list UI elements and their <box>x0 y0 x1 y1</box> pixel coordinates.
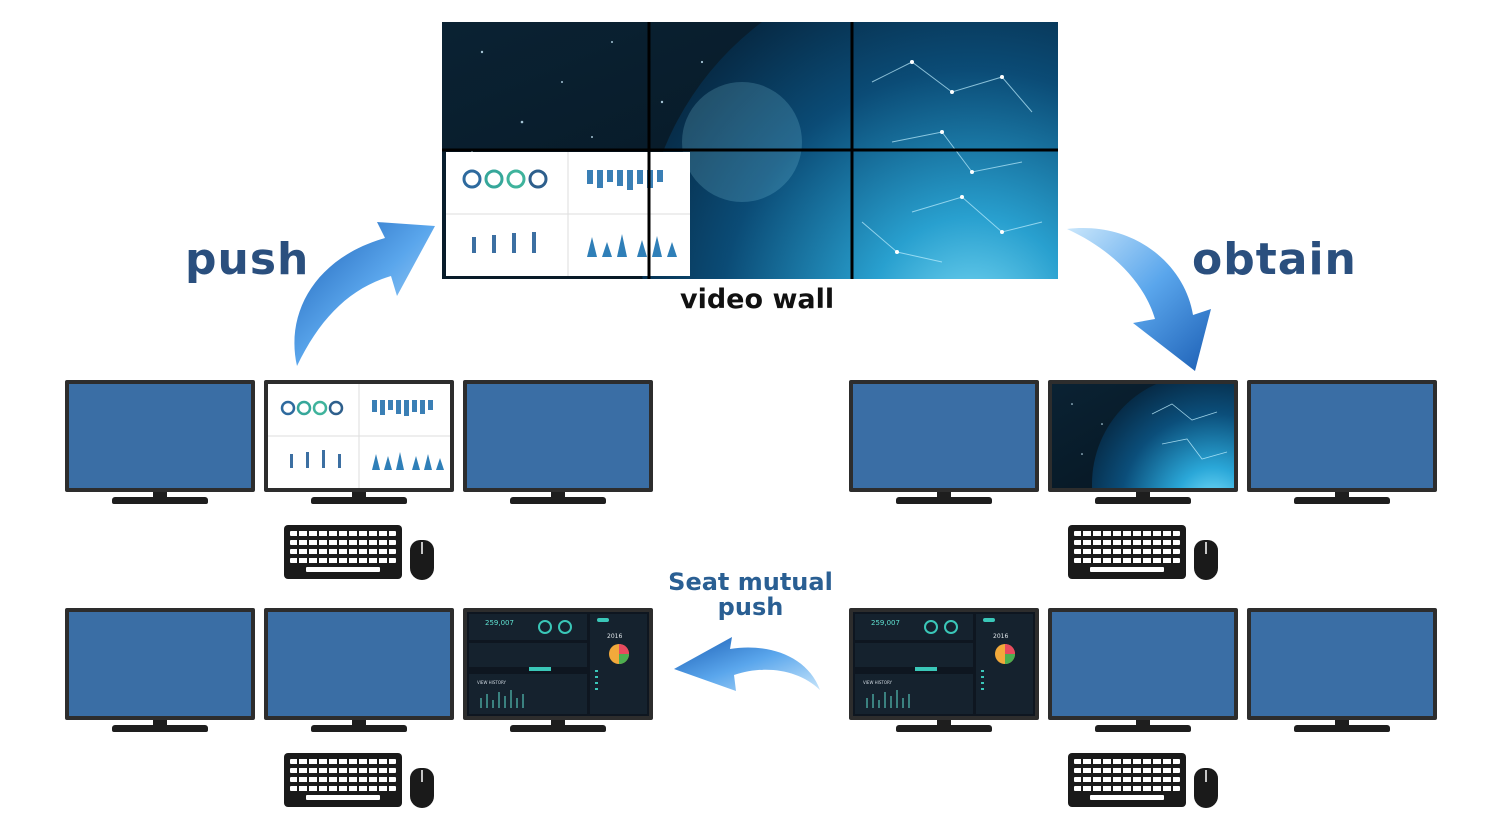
dashboard-year: 2016 <box>607 633 622 640</box>
curved-arrow-obtain-icon <box>1067 228 1211 371</box>
mouse-icon <box>410 768 434 808</box>
mouse-icon <box>1194 540 1218 580</box>
monitor-chart-screen <box>268 384 450 488</box>
keyboard-icon <box>1068 525 1186 579</box>
monitor-tr-3 <box>1247 380 1437 505</box>
keyboard-icon <box>284 525 402 579</box>
seat-mutual-push-label: Seat mutual push <box>668 568 833 621</box>
video-wall-label: video wall <box>680 284 835 315</box>
monitor-tl-3 <box>463 380 653 505</box>
monitor-bl-3: 259,007 VIEW HISTORY 2016 <box>463 608 653 733</box>
monitor-dashboard-screen: 259,007 VIEW HISTORY 2016 <box>853 612 1035 716</box>
obtain-label: obtain <box>1192 234 1357 285</box>
dashboard-history-title: VIEW HISTORY <box>863 680 893 685</box>
monitor-dashboard-screen: 259,007 VIEW HISTORY 2016 <box>467 612 649 716</box>
keyboard-icon <box>284 753 402 807</box>
mouse-icon <box>1194 768 1218 808</box>
monitor-bl-1 <box>65 608 255 733</box>
monitor-br-2 <box>1048 608 1238 733</box>
video-wall-image <box>442 0 1242 562</box>
curved-arrow-seat-push-icon <box>674 637 820 691</box>
curved-arrow-push-icon <box>294 222 435 366</box>
monitor-bl-2 <box>264 608 454 733</box>
monitor-br-3 <box>1247 608 1437 733</box>
push-label: push <box>185 234 310 285</box>
video-wall <box>442 0 1242 562</box>
monitor-tl-1 <box>65 380 255 505</box>
dashboard-year: 2016 <box>993 633 1008 640</box>
monitor-tl-2 <box>264 380 454 505</box>
mouse-icon <box>410 540 434 580</box>
monitor-tr-1 <box>849 380 1039 505</box>
keyboard-icon <box>1068 753 1186 807</box>
dashboard-history-title: VIEW HISTORY <box>477 680 507 685</box>
dashboard-big-number: 259,007 <box>485 619 514 627</box>
dashboard-big-number: 259,007 <box>871 619 900 627</box>
monitor-br-1: 259,007 VIEW HISTORY 2016 <box>849 608 1039 733</box>
monitor-globe-screen <box>1052 384 1234 488</box>
monitor-tr-2 <box>1048 380 1238 505</box>
